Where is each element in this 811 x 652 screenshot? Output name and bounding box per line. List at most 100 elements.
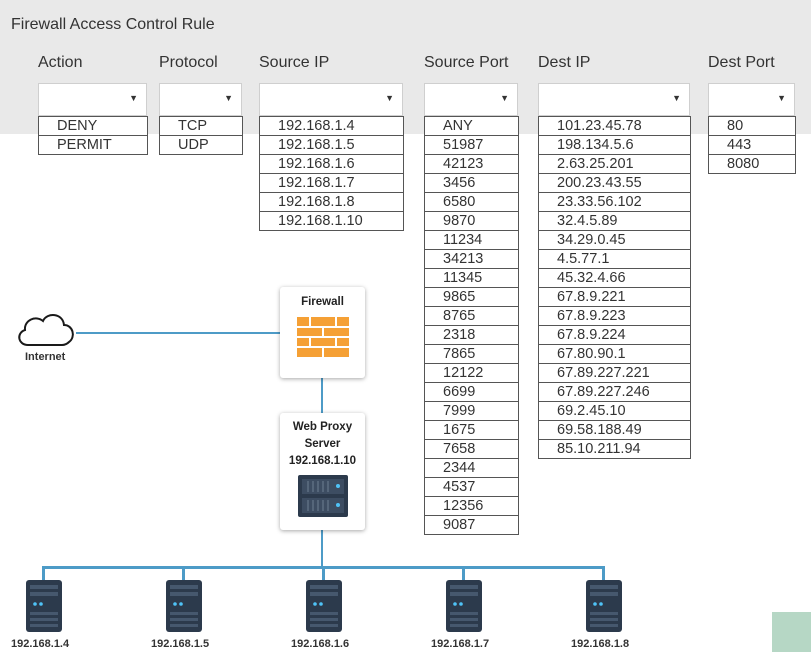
source-ip-option[interactable]: 192.168.1.10 bbox=[260, 212, 403, 231]
dest-ip-option[interactable]: 32.4.5.89 bbox=[539, 212, 690, 231]
lan-drop bbox=[322, 566, 325, 581]
dest-port-option[interactable]: 80 bbox=[709, 117, 795, 136]
dest-ip-option[interactable]: 198.134.5.6 bbox=[539, 136, 690, 155]
source-port-option[interactable]: 34213 bbox=[425, 250, 518, 269]
source-port-option[interactable]: 4537 bbox=[425, 478, 518, 497]
action-option-permit[interactable]: PERMIT bbox=[39, 136, 147, 155]
source-ip-option[interactable]: 192.168.1.5 bbox=[260, 136, 403, 155]
host-ip-label: 192.168.1.7 bbox=[431, 638, 490, 650]
source-port-option[interactable]: 7999 bbox=[425, 402, 518, 421]
proxy-bus-link bbox=[321, 530, 323, 568]
dest-ip-option[interactable]: 45.32.4.66 bbox=[539, 269, 690, 288]
server-rack-icon bbox=[297, 475, 348, 517]
protocol-option-udp[interactable]: UDP bbox=[160, 136, 242, 155]
dest-ip-option[interactable]: 67.8.9.221 bbox=[539, 288, 690, 307]
source-ip-option[interactable]: 192.168.1.4 bbox=[260, 117, 403, 136]
dest-ip-option[interactable]: 69.58.188.49 bbox=[539, 421, 690, 440]
chevron-down-icon: ▼ bbox=[777, 93, 786, 103]
source-ip-option[interactable]: 192.168.1.7 bbox=[260, 174, 403, 193]
dest-port-header: Dest Port bbox=[708, 54, 775, 71]
dest-ip-dropdown[interactable]: ▼ bbox=[538, 83, 690, 116]
internet-firewall-link bbox=[76, 332, 281, 334]
host-ip-label: 192.168.1.8 bbox=[571, 638, 630, 650]
host-ip-label: 192.168.1.5 bbox=[151, 638, 210, 650]
server-icon bbox=[306, 580, 342, 632]
source-port-options: ANY 51987 42123 3456 6580 9870 11234 342… bbox=[424, 116, 519, 535]
action-option-deny[interactable]: DENY bbox=[39, 117, 147, 136]
dest-ip-option[interactable]: 200.23.43.55 bbox=[539, 174, 690, 193]
host-ip-label: 192.168.1.6 bbox=[291, 638, 350, 650]
source-port-option[interactable]: 2344 bbox=[425, 459, 518, 478]
proxy-label-line1: Web Proxy bbox=[292, 421, 353, 433]
dest-ip-option[interactable]: 2.63.25.201 bbox=[539, 155, 690, 174]
dest-port-dropdown[interactable]: ▼ bbox=[708, 83, 795, 116]
lan-drop bbox=[182, 566, 185, 581]
source-port-option[interactable]: 3456 bbox=[425, 174, 518, 193]
source-port-option[interactable]: 11234 bbox=[425, 231, 518, 250]
dest-ip-option[interactable]: 101.23.45.78 bbox=[539, 117, 690, 136]
source-port-header: Source Port bbox=[424, 54, 509, 71]
dest-ip-option[interactable]: 67.8.9.223 bbox=[539, 307, 690, 326]
firewall-label: Firewall bbox=[301, 296, 344, 308]
proxy-ip: 192.168.1.10 bbox=[288, 455, 357, 467]
server-icon bbox=[166, 580, 202, 632]
dest-ip-option[interactable]: 34.29.0.45 bbox=[539, 231, 690, 250]
source-port-option[interactable]: 6580 bbox=[425, 193, 518, 212]
source-port-option[interactable]: 9087 bbox=[425, 516, 518, 535]
protocol-dropdown[interactable]: ▼ bbox=[159, 83, 242, 116]
lan-drop bbox=[42, 566, 45, 581]
source-port-option[interactable]: 9870 bbox=[425, 212, 518, 231]
source-port-option[interactable]: 7658 bbox=[425, 440, 518, 459]
protocol-header: Protocol bbox=[159, 54, 218, 71]
source-port-option[interactable]: 51987 bbox=[425, 136, 518, 155]
source-port-option[interactable]: 11345 bbox=[425, 269, 518, 288]
source-ip-header: Source IP bbox=[259, 54, 330, 71]
dest-port-option[interactable]: 443 bbox=[709, 136, 795, 155]
dest-ip-option[interactable]: 67.80.90.1 bbox=[539, 345, 690, 364]
dest-ip-option[interactable]: 67.89.227.246 bbox=[539, 383, 690, 402]
action-header: Action bbox=[38, 54, 83, 71]
dest-ip-option[interactable]: 23.33.56.102 bbox=[539, 193, 690, 212]
source-port-option[interactable]: 6699 bbox=[425, 383, 518, 402]
page-title: Firewall Access Control Rule bbox=[11, 16, 215, 33]
source-ip-dropdown[interactable]: ▼ bbox=[259, 83, 403, 116]
dest-ip-option[interactable]: 4.5.77.1 bbox=[539, 250, 690, 269]
source-ip-option[interactable]: 192.168.1.8 bbox=[260, 193, 403, 212]
corner-block bbox=[772, 612, 811, 652]
source-port-option[interactable]: 2318 bbox=[425, 326, 518, 345]
proxy-label-line2: Server bbox=[304, 438, 341, 450]
source-port-option[interactable]: 12122 bbox=[425, 364, 518, 383]
source-port-option[interactable]: 7865 bbox=[425, 345, 518, 364]
chevron-down-icon: ▼ bbox=[224, 93, 233, 103]
source-port-option[interactable]: 8765 bbox=[425, 307, 518, 326]
action-dropdown[interactable]: ▼ bbox=[38, 83, 147, 116]
chevron-down-icon: ▼ bbox=[672, 93, 681, 103]
dest-ip-option[interactable]: 69.2.45.10 bbox=[539, 402, 690, 421]
protocol-options: TCP UDP bbox=[159, 116, 243, 155]
source-port-option[interactable]: 1675 bbox=[425, 421, 518, 440]
web-proxy-node: Web Proxy Server 192.168.1.10 bbox=[280, 413, 365, 530]
dest-ip-option[interactable]: 85.10.211.94 bbox=[539, 440, 690, 459]
dest-port-option[interactable]: 8080 bbox=[709, 155, 795, 174]
server-icon bbox=[446, 580, 482, 632]
lan-drop bbox=[602, 566, 605, 581]
chevron-down-icon: ▼ bbox=[500, 93, 509, 103]
protocol-option-tcp[interactable]: TCP bbox=[160, 117, 242, 136]
firewall-icon bbox=[296, 317, 349, 357]
source-port-option[interactable]: ANY bbox=[425, 117, 518, 136]
server-icon bbox=[26, 580, 62, 632]
chevron-down-icon: ▼ bbox=[129, 93, 138, 103]
dest-ip-option[interactable]: 67.8.9.224 bbox=[539, 326, 690, 345]
firewall-proxy-link bbox=[321, 378, 323, 413]
source-port-option[interactable]: 9865 bbox=[425, 288, 518, 307]
firewall-node: Firewall bbox=[280, 287, 365, 378]
lan-drop bbox=[462, 566, 465, 581]
chevron-down-icon: ▼ bbox=[385, 93, 394, 103]
host-ip-label: 192.168.1.4 bbox=[11, 638, 70, 650]
source-port-option[interactable]: 12356 bbox=[425, 497, 518, 516]
dest-port-options: 80 443 8080 bbox=[708, 116, 796, 174]
source-port-dropdown[interactable]: ▼ bbox=[424, 83, 518, 116]
source-port-option[interactable]: 42123 bbox=[425, 155, 518, 174]
source-ip-option[interactable]: 192.168.1.6 bbox=[260, 155, 403, 174]
dest-ip-option[interactable]: 67.89.227.221 bbox=[539, 364, 690, 383]
